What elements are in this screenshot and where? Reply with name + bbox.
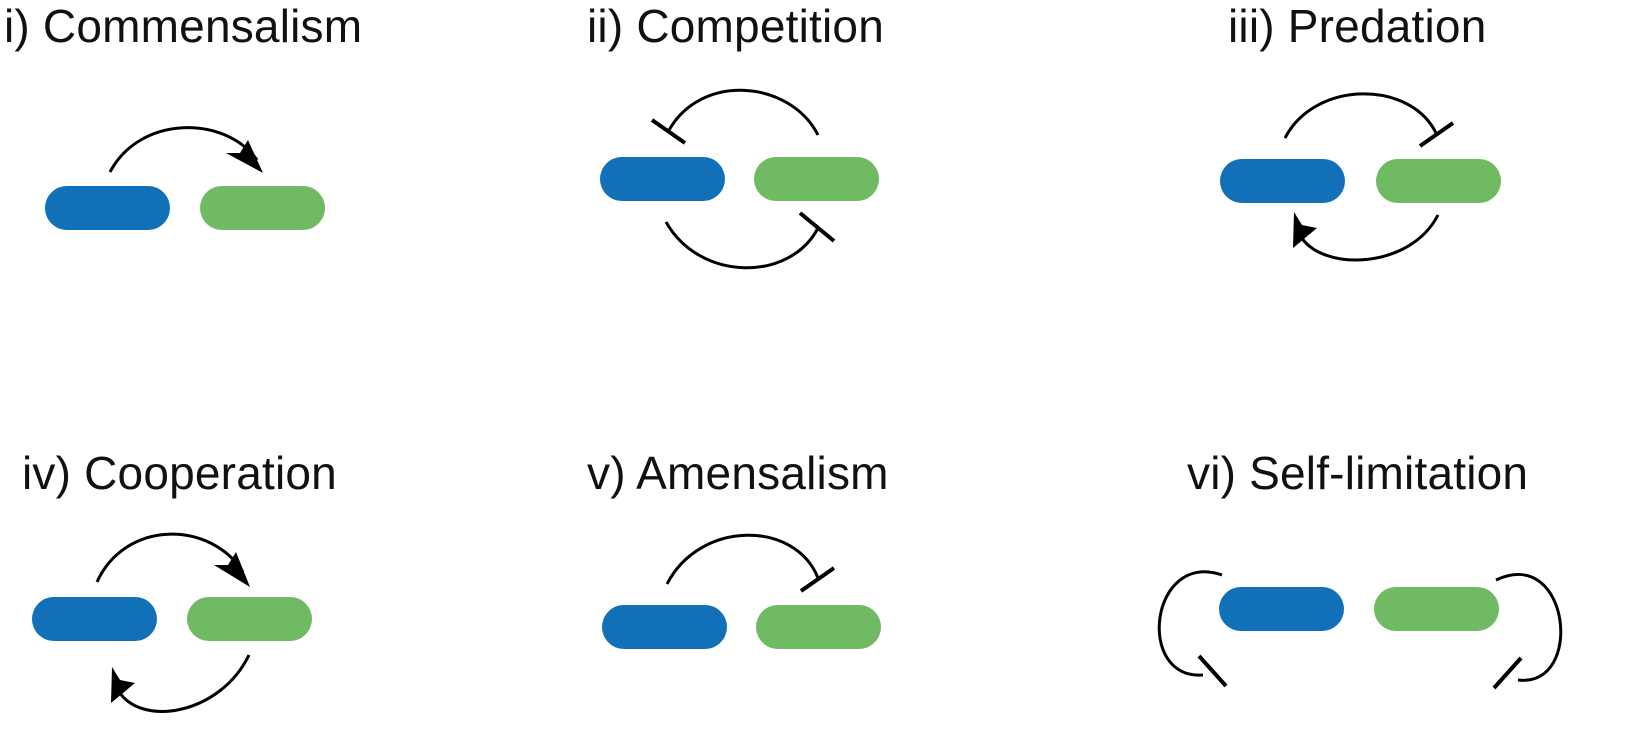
panel-competition <box>600 88 879 270</box>
panel-title-self-limitation: vi) Self-limitation <box>1187 447 1529 499</box>
positive-interaction-arrow <box>116 654 251 713</box>
arrow-head-icon <box>1293 212 1317 248</box>
panel-cooperation <box>32 532 312 713</box>
species-b-bar <box>756 605 881 649</box>
panel-title-cooperation: iv) Cooperation <box>22 447 337 499</box>
species-a-bar <box>1219 587 1344 631</box>
species-b-bar <box>200 186 325 230</box>
arrow-head-icon <box>111 667 135 703</box>
bar-head-icon <box>1418 121 1455 148</box>
panel-title-predation: iii) Predation <box>1228 0 1487 52</box>
species-a-bar <box>602 605 727 649</box>
self-negative-loop <box>1157 570 1223 677</box>
species-a-bar <box>45 186 170 230</box>
negative-interaction-curve <box>666 88 820 136</box>
species-a-bar <box>600 157 725 201</box>
species-b-bar <box>1374 587 1499 631</box>
bar-head-icon <box>650 118 687 145</box>
panel-amensalism <box>602 533 881 649</box>
self-negative-loop <box>1495 572 1563 682</box>
arrow-head-icon <box>214 552 250 587</box>
positive-interaction-arrow <box>108 126 259 173</box>
bar-head-icon <box>1197 654 1228 688</box>
species-a-bar <box>32 597 157 641</box>
species-b-bar <box>187 597 312 641</box>
bar-head-icon <box>799 566 836 593</box>
negative-interaction-curve <box>664 221 820 270</box>
arrow-head-icon <box>226 140 263 173</box>
panel-title-commensalism: i) Commensalism <box>4 0 363 52</box>
negative-interaction-curve <box>665 533 820 585</box>
bar-head-icon <box>798 211 836 243</box>
species-b-bar <box>1376 159 1501 203</box>
panel-self-limitation <box>1157 570 1563 690</box>
species-b-bar <box>754 157 879 201</box>
bar-head-icon <box>1492 656 1523 690</box>
positive-interaction-arrow <box>1298 214 1440 262</box>
negative-interaction-curve <box>1283 92 1438 139</box>
species-a-bar <box>1220 159 1345 203</box>
panel-title-amensalism: v) Amensalism <box>587 447 889 499</box>
panel-commensalism <box>45 126 325 230</box>
panel-title-competition: ii) Competition <box>587 0 884 52</box>
panel-predation <box>1220 92 1501 262</box>
positive-interaction-arrow <box>95 532 245 583</box>
